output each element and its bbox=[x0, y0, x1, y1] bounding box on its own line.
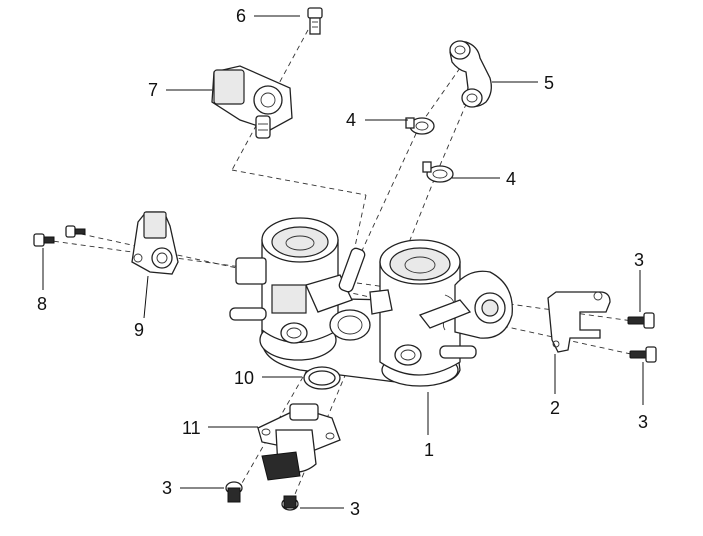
throttle-position-sensor bbox=[131, 211, 179, 275]
bracket bbox=[547, 291, 611, 353]
callout-9: 9 bbox=[134, 320, 144, 340]
screw-left-outer bbox=[33, 233, 55, 247]
callout-5: 5 bbox=[544, 73, 554, 93]
callout-7: 7 bbox=[148, 80, 158, 100]
screw-right-upper bbox=[627, 312, 655, 329]
callout-3-bottom-left: 3 bbox=[162, 478, 172, 498]
throttle-body bbox=[229, 217, 513, 387]
callout-8: 8 bbox=[37, 294, 47, 314]
callout-3-right-lower: 3 bbox=[638, 412, 648, 432]
bolt-top bbox=[307, 7, 323, 35]
callout-3-bottom-center: 3 bbox=[350, 499, 360, 519]
callout-6: 6 bbox=[236, 6, 246, 26]
screw-right-lower bbox=[629, 346, 657, 363]
callout-labels: 6 7 4 4 5 3 3 8 9 10 11 1 2 3 3 bbox=[37, 6, 648, 519]
screw-left-inner bbox=[65, 225, 86, 238]
screw-bottom-center bbox=[281, 495, 299, 511]
o-ring bbox=[303, 366, 341, 390]
idle-air-control-valve bbox=[257, 403, 341, 481]
leader-lines bbox=[42, 15, 644, 509]
screw-bottom-left bbox=[225, 481, 243, 503]
callout-3-right-upper: 3 bbox=[634, 250, 644, 270]
callout-4-lower: 4 bbox=[506, 169, 516, 189]
vacuum-hose bbox=[449, 40, 492, 108]
hose-clamp-upper bbox=[405, 117, 435, 135]
hose-clamp-lower bbox=[422, 161, 454, 183]
callout-4-upper: 4 bbox=[346, 110, 356, 130]
callout-2: 2 bbox=[550, 398, 560, 418]
callout-11: 11 bbox=[182, 418, 201, 438]
assembly-dashed-lines bbox=[44, 29, 641, 507]
callout-1: 1 bbox=[424, 440, 434, 460]
callout-10: 10 bbox=[234, 368, 254, 388]
map-sensor bbox=[211, 65, 293, 139]
